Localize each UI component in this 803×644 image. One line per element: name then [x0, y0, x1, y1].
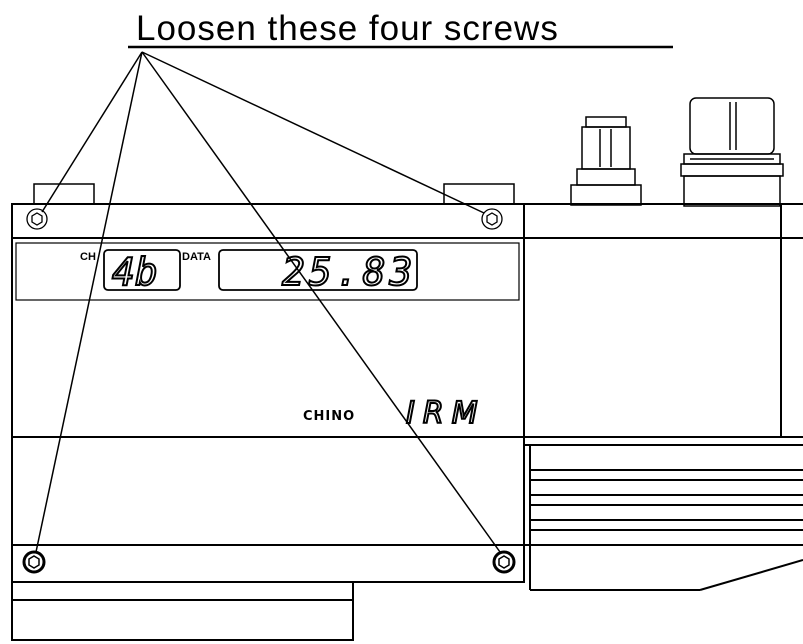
- data-label: DATA: [182, 251, 211, 263]
- screw-bottom-right-icon: [492, 550, 516, 574]
- model-label: IRM: [406, 396, 486, 431]
- channel-label: CH: [80, 251, 96, 263]
- screw-bottom-left-icon: [22, 550, 46, 574]
- instruction-text: Loosen these four screws: [136, 9, 559, 48]
- side-body: [524, 203, 803, 591]
- top-nub-left: [33, 183, 95, 205]
- leader-lines: [35, 51, 501, 553]
- channel-value: 4b: [112, 250, 158, 294]
- large-connector: [680, 97, 784, 207]
- lower-block: [11, 581, 354, 641]
- data-window: [218, 249, 418, 291]
- screw-top-right-icon: [481, 208, 503, 230]
- small-connector: [570, 116, 642, 206]
- data-value: 25.83: [282, 250, 416, 294]
- brand-logo: CHINO: [303, 409, 355, 424]
- top-nub-right: [443, 183, 515, 205]
- screw-top-left-icon: [26, 208, 48, 230]
- channel-window: [103, 249, 181, 291]
